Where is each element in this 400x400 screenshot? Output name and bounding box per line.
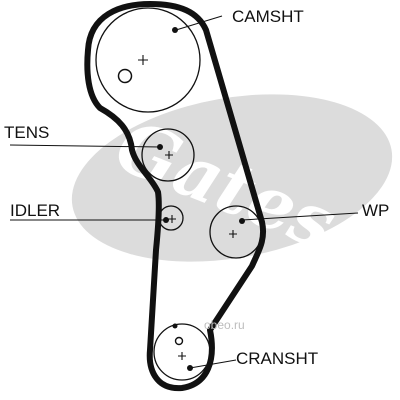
label-tensioner: TENS: [4, 123, 50, 142]
label-idler: IDLER: [10, 201, 61, 220]
timing-belt: [84, 1, 266, 392]
crankshaft-timing-hole: [174, 336, 184, 346]
leader-dots: [157, 27, 245, 371]
crankshaft-timing-dot: [172, 323, 178, 329]
label-crankshaft: CRANSHT: [236, 349, 319, 368]
label-camshaft: CAMSHT: [232, 7, 304, 26]
camshaft-timing-hole: [117, 68, 133, 84]
label-water-pump: WP: [362, 201, 390, 220]
site-watermark: оbео.ru: [204, 318, 245, 332]
camshaft-pulley: [95, 7, 201, 113]
pulley-centres: [138, 55, 237, 360]
tensioner-pulley: [141, 128, 195, 182]
leader-crankshaft: [189, 359, 237, 369]
leader-tensioner: [9, 144, 161, 148]
